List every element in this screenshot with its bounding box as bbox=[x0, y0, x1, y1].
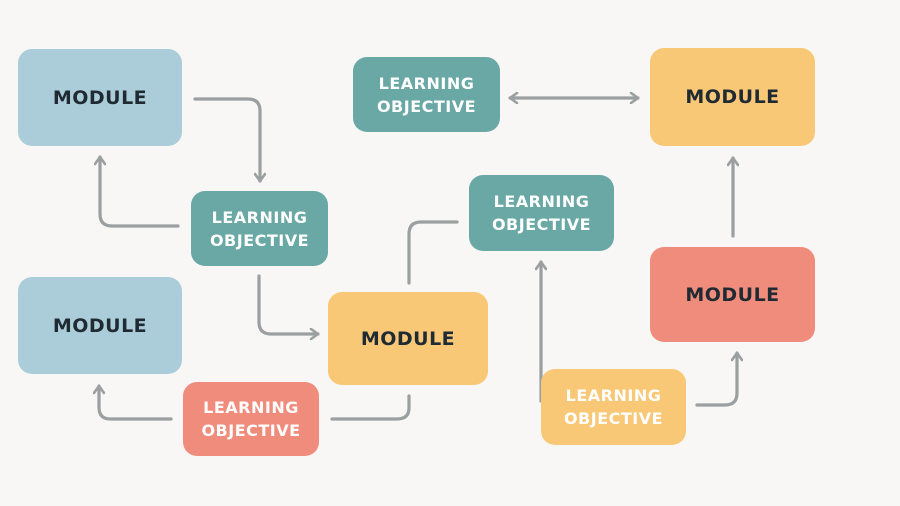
module-node-top-left: MODULE bbox=[18, 49, 182, 146]
learning-objective-node-bottom-right: LEARNING OBJECTIVE bbox=[541, 369, 686, 445]
arrow-lo1-to-m1 bbox=[100, 155, 180, 228]
module-label: MODULE bbox=[360, 327, 456, 350]
module-label: MODULE bbox=[685, 86, 780, 108]
lo-line1: LEARNING bbox=[565, 386, 662, 405]
arrow-m1-to-lo1 bbox=[193, 97, 260, 183]
learning-objective-node-top-center: LEARNING OBJECTIVE bbox=[353, 57, 500, 132]
lo-line1: LEARNING bbox=[378, 73, 475, 93]
module-label: MODULE bbox=[685, 283, 780, 306]
arrow-lo1-to-m3 bbox=[257, 274, 320, 334]
lo-line2: OBJECTIVE bbox=[201, 421, 301, 440]
lo-line2: OBJECTIVE bbox=[563, 409, 664, 428]
arrow-lo5-to-m5 bbox=[695, 351, 737, 407]
arrow-m3-to-lo2 bbox=[330, 394, 411, 421]
learning-objective-node-left: LEARNING OBJECTIVE bbox=[191, 191, 328, 266]
learning-objective-node-bottom: LEARNING OBJECTIVE bbox=[183, 382, 319, 456]
module-label: MODULE bbox=[52, 314, 148, 337]
module-node-right: MODULE bbox=[650, 247, 815, 342]
lo-line1: LEARNING bbox=[211, 207, 308, 227]
lo-line2: OBJECTIVE bbox=[376, 96, 477, 116]
lo-line1: LEARNING bbox=[493, 192, 590, 211]
module-label: MODULE bbox=[52, 86, 148, 109]
learning-objective-node-mid-right: LEARNING OBJECTIVE bbox=[469, 175, 614, 251]
lo-line1: LEARNING bbox=[203, 398, 299, 417]
arrow-m3-to-lo4 bbox=[407, 220, 459, 285]
lo-line2: OBJECTIVE bbox=[491, 215, 592, 234]
module-node-top-right: MODULE bbox=[650, 48, 815, 146]
arrow-lo2-to-m2 bbox=[99, 384, 173, 421]
module-node-bottom-left: MODULE bbox=[18, 277, 182, 374]
lo-line2: OBJECTIVE bbox=[209, 230, 310, 250]
module-node-center: MODULE bbox=[328, 292, 488, 385]
